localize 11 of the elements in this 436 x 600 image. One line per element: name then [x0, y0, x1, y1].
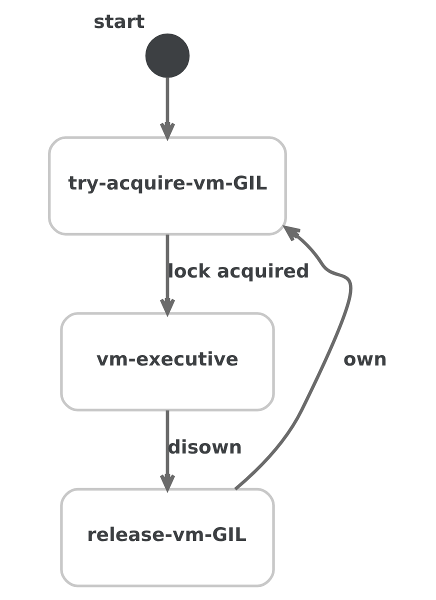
arrow: [159, 234, 175, 315]
node-box: try-acquire-vm-GIL: [48, 136, 286, 236]
edge-label: own: [342, 349, 386, 370]
node-label: start: [93, 12, 144, 33]
arrow: [159, 410, 175, 491]
node-circle: [144, 34, 190, 78]
node-box: vm-executive: [60, 312, 274, 412]
arrow: [159, 78, 175, 139]
node-box: release-vm-GIL: [60, 488, 274, 588]
edge-label: lock acquired: [166, 261, 310, 282]
arrow: [234, 226, 352, 491]
